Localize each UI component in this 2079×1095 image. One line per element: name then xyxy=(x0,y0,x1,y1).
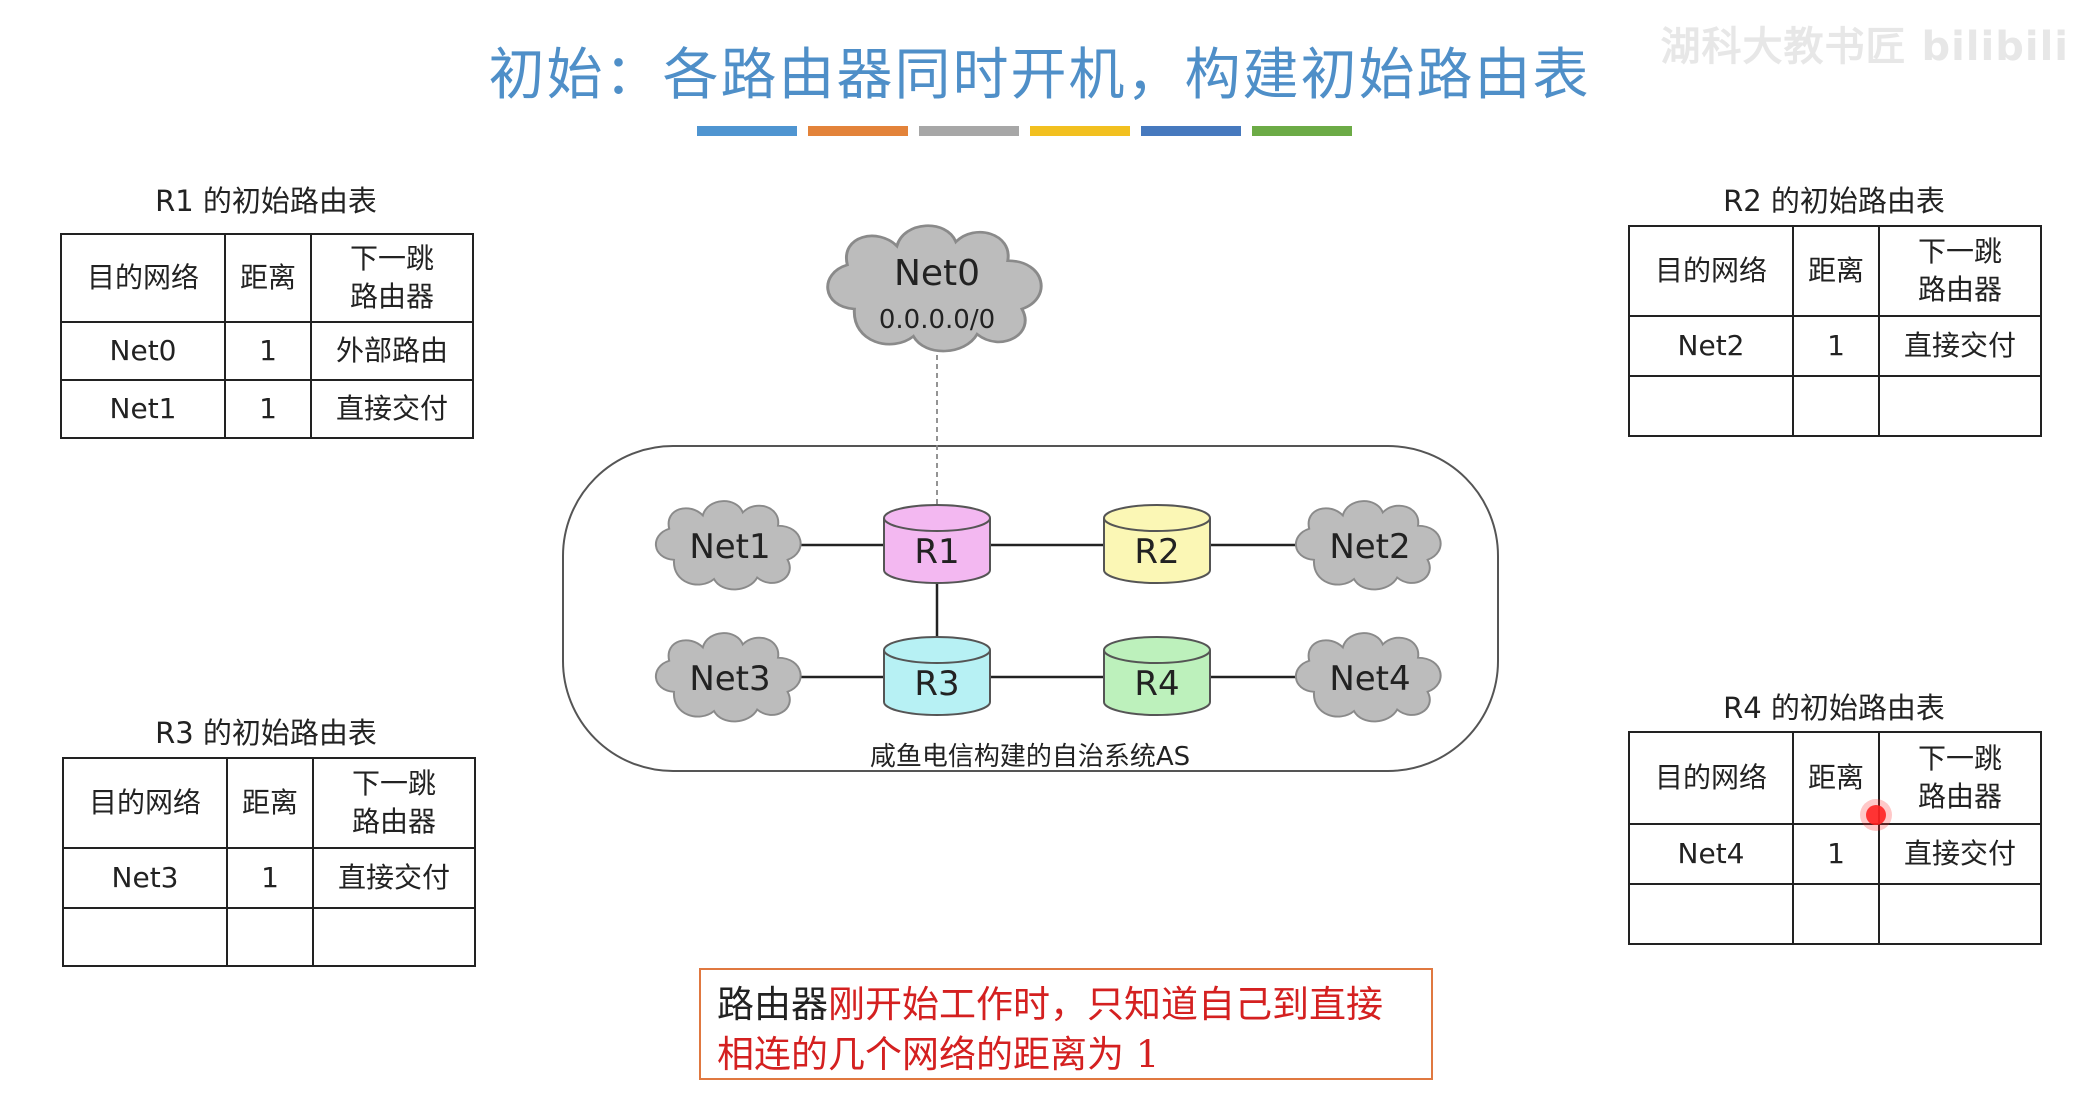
next-hop-cell xyxy=(1878,883,2042,945)
dest-header: 目的网络 xyxy=(1628,225,1794,317)
next-hop-cell: 直接交付 xyxy=(310,379,474,439)
table-header-row: 目的网络 距离 下一跳 路由器 xyxy=(1628,731,2042,825)
table-row xyxy=(62,907,476,967)
r1-table-title: R1 的初始路由表 xyxy=(155,184,377,218)
next-hop-header: 下一跳 路由器 xyxy=(312,757,476,849)
r4-table-title: R4 的初始路由表 xyxy=(1723,691,1945,725)
page-title: 初始：各路由器同时开机，构建初始路由表 xyxy=(488,43,1591,108)
table-row: Net3 1 直接交付 xyxy=(62,847,476,909)
color-bar-segment-6 xyxy=(1252,126,1352,136)
r2-routing-table: 目的网络 距离 下一跳 路由器 Net2 1 直接交付 xyxy=(1628,225,2042,437)
router-r2-label: R2 xyxy=(1134,532,1179,572)
as-caption: 咸鱼电信构建的自治系统AS xyxy=(870,742,1190,772)
net1-label: Net1 xyxy=(689,527,770,567)
router-r3-label: R3 xyxy=(914,664,959,704)
table-header-row: 目的网络 距离 下一跳 路由器 xyxy=(60,233,474,323)
dest-cell: Net1 xyxy=(60,379,226,439)
laser-pointer xyxy=(1866,805,1886,825)
note-text-highlight: 刚开始工作时，只知道自己到直接相连的几个网络的距离为 1 xyxy=(717,983,1383,1076)
r1-routing-table: 目的网络 距离 下一跳 路由器 Net0 1 外部路由 Net1 1 直接交付 xyxy=(60,233,474,439)
router-r2: R2 xyxy=(1103,504,1211,584)
dest-cell: Net3 xyxy=(62,847,228,909)
color-bar-segment-4 xyxy=(1030,126,1130,136)
as-boundary xyxy=(562,445,1499,772)
net3-label: Net3 xyxy=(689,659,770,699)
dest-header: 目的网络 xyxy=(1628,731,1794,825)
table-row: Net1 1 直接交付 xyxy=(60,379,474,439)
next-hop-cell: 直接交付 xyxy=(1878,315,2042,377)
table-header-row: 目的网络 距离 下一跳 路由器 xyxy=(1628,225,2042,317)
watermark: 湖科大教书匠 bilibili xyxy=(1660,24,2069,70)
net0-address: 0.0.0.0/0 xyxy=(879,305,995,335)
dest-header: 目的网络 xyxy=(60,233,226,323)
next-hop-cell: 直接交付 xyxy=(312,847,476,909)
router-r3: R3 xyxy=(883,636,991,716)
net4-label: Net4 xyxy=(1329,659,1410,699)
next-hop-cell: 外部路由 xyxy=(310,321,474,381)
color-bar-segment-3 xyxy=(919,126,1019,136)
dest-cell xyxy=(1628,375,1794,437)
net0-label: Net0 xyxy=(894,253,980,294)
dist-cell xyxy=(1792,375,1880,437)
dist-cell xyxy=(226,907,314,967)
note-box: 路由器刚开始工作时，只知道自己到直接相连的几个网络的距离为 1 xyxy=(699,968,1433,1080)
net2-label: Net2 xyxy=(1329,527,1410,567)
router-r1-label: R1 xyxy=(914,532,959,572)
table-row: Net0 1 外部路由 xyxy=(60,321,474,381)
dest-header: 目的网络 xyxy=(62,757,228,849)
links xyxy=(795,543,1308,679)
dist-cell: 1 xyxy=(224,321,312,381)
note-text-start: 路由器 xyxy=(717,983,828,1026)
dist-cell: 1 xyxy=(1792,823,1880,885)
dist-header: 距离 xyxy=(224,233,312,323)
table-row: Net2 1 直接交付 xyxy=(1628,315,2042,377)
dest-cell xyxy=(1628,883,1794,945)
dist-cell xyxy=(1792,883,1880,945)
next-hop-cell xyxy=(312,907,476,967)
next-hop-cell xyxy=(1878,375,2042,437)
dist-header: 距离 xyxy=(226,757,314,849)
next-hop-header: 下一跳 路由器 xyxy=(1878,731,2042,825)
laser-pointer-glow xyxy=(1860,799,1892,831)
r3-routing-table: 目的网络 距离 下一跳 路由器 Net3 1 直接交付 xyxy=(62,757,476,967)
dist-header: 距离 xyxy=(1792,731,1880,825)
dist-cell: 1 xyxy=(226,847,314,909)
r4-routing-table: 目的网络 距离 下一跳 路由器 Net4 1 直接交付 xyxy=(1628,731,2042,945)
color-bar-segment-2 xyxy=(808,126,908,136)
router-r4: R4 xyxy=(1103,636,1211,716)
table-row: Net4 1 直接交付 xyxy=(1628,823,2042,885)
next-hop-header: 下一跳 路由器 xyxy=(310,233,474,323)
dist-cell: 1 xyxy=(224,379,312,439)
table-row xyxy=(1628,375,2042,437)
r3-table-title: R3 的初始路由表 xyxy=(155,716,377,750)
next-hop-cell: 直接交付 xyxy=(1878,823,2042,885)
dest-cell xyxy=(62,907,228,967)
dist-cell: 1 xyxy=(1792,315,1880,377)
table-row xyxy=(1628,883,2042,945)
color-bar-segment-5 xyxy=(1141,126,1241,136)
dest-cell: Net2 xyxy=(1628,315,1794,377)
color-bar-segment-1 xyxy=(697,126,797,136)
dist-header: 距离 xyxy=(1792,225,1880,317)
next-hop-header: 下一跳 路由器 xyxy=(1878,225,2042,317)
router-r1: R1 xyxy=(883,504,991,584)
dest-cell: Net0 xyxy=(60,321,226,381)
r2-table-title: R2 的初始路由表 xyxy=(1723,184,1945,218)
router-r4-label: R4 xyxy=(1134,664,1179,704)
dest-cell: Net4 xyxy=(1628,823,1794,885)
table-header-row: 目的网络 距离 下一跳 路由器 xyxy=(62,757,476,849)
